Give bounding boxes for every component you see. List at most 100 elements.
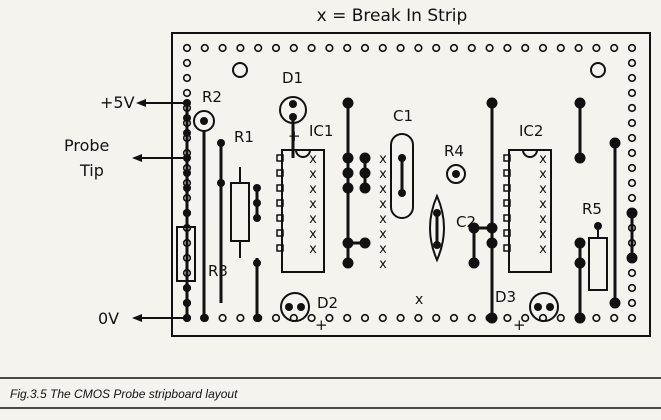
hole-bottom bbox=[610, 313, 619, 323]
terminal-plus5v: +5V bbox=[100, 93, 191, 112]
break-mark: x bbox=[379, 227, 387, 242]
ic1-links bbox=[342, 97, 371, 269]
hole-top bbox=[574, 43, 583, 53]
break-mark: x bbox=[379, 197, 387, 212]
hole-right bbox=[627, 283, 637, 293]
perimeter-holes bbox=[182, 43, 637, 323]
ic-pin bbox=[503, 199, 511, 207]
ic-break-mark: x bbox=[539, 242, 547, 257]
ic-break-mark: x bbox=[539, 197, 547, 212]
preset-r2: R2 bbox=[193, 88, 222, 322]
legend-title: x = Break In Strip bbox=[317, 6, 468, 26]
led-d3: D3 + bbox=[495, 288, 559, 334]
terminal-0v: 0V bbox=[98, 309, 191, 328]
ic-pin bbox=[503, 214, 511, 222]
ic-break-mark: x bbox=[309, 212, 317, 227]
hole-top bbox=[432, 43, 441, 53]
hole-bottom bbox=[236, 313, 245, 323]
led-d1: D1 + bbox=[279, 69, 307, 158]
break-mark: x bbox=[379, 242, 387, 257]
hole-top bbox=[200, 43, 209, 53]
ic-pin bbox=[276, 244, 284, 252]
terminal-plus5v-label: +5V bbox=[100, 93, 135, 112]
hole-top bbox=[254, 43, 263, 53]
hole-bottom bbox=[467, 313, 476, 323]
ic2-chip: IC2 bbox=[508, 122, 552, 273]
label-ic2: IC2 bbox=[519, 122, 543, 140]
hole-top bbox=[307, 43, 316, 53]
hole-top bbox=[325, 43, 334, 53]
hole-bottom bbox=[503, 313, 512, 323]
break-mark: x bbox=[379, 167, 387, 182]
hole-top bbox=[414, 43, 423, 53]
hole-bottom bbox=[271, 313, 281, 323]
hole-right bbox=[627, 163, 637, 173]
ic-pin bbox=[503, 154, 511, 162]
hole-bottom bbox=[521, 313, 530, 323]
hole-top bbox=[610, 43, 619, 53]
break-mark: x bbox=[379, 257, 387, 272]
preset-r4: R4 bbox=[444, 142, 466, 184]
hole-top bbox=[627, 43, 637, 53]
hole-left bbox=[182, 73, 192, 83]
terminal-probe-label: Probe bbox=[64, 136, 109, 155]
ic-pin bbox=[276, 199, 284, 207]
ic-break-mark: x bbox=[309, 227, 317, 242]
resistor-r3: R3 bbox=[176, 213, 228, 282]
hole-top bbox=[467, 43, 476, 53]
terminal-tip-label: Tip bbox=[79, 161, 104, 180]
hole-right bbox=[627, 88, 637, 98]
hole-bottom bbox=[343, 313, 352, 323]
ic-pin bbox=[276, 169, 284, 177]
hole-top bbox=[218, 43, 227, 53]
terminal-0v-label: 0V bbox=[98, 309, 119, 328]
hole-bottom bbox=[449, 313, 459, 323]
hole-bottom bbox=[432, 313, 441, 323]
label-d3: D3 bbox=[495, 288, 516, 306]
label-r4: R4 bbox=[444, 142, 464, 160]
ic-pin bbox=[503, 184, 511, 192]
hole-top bbox=[271, 43, 281, 53]
ic-pin bbox=[503, 169, 511, 177]
resistor-r5: R5 bbox=[582, 200, 608, 291]
ic-break-mark: x bbox=[309, 182, 317, 197]
ic-pin bbox=[276, 229, 284, 237]
label-d2: D2 bbox=[317, 294, 338, 312]
hole-right bbox=[627, 268, 637, 278]
hole-right bbox=[627, 193, 637, 203]
hole-right bbox=[627, 148, 637, 158]
hole-right bbox=[627, 298, 637, 308]
hole-right bbox=[627, 178, 637, 188]
hole-top bbox=[538, 43, 548, 53]
ic-break-mark: x bbox=[309, 242, 317, 257]
hole-top bbox=[503, 43, 512, 53]
led-d2: D2 + bbox=[280, 292, 338, 334]
ic-break-mark: x bbox=[309, 152, 317, 167]
ic-pin bbox=[276, 184, 284, 192]
hole-bottom bbox=[592, 313, 601, 323]
stripboard-outline bbox=[171, 32, 651, 337]
label-r3: R3 bbox=[208, 262, 228, 280]
hole-top bbox=[485, 43, 494, 53]
hole-bottom bbox=[627, 313, 637, 323]
hole-top bbox=[182, 43, 192, 53]
hole-top bbox=[521, 43, 530, 53]
break-mark: x bbox=[379, 212, 387, 227]
label-r1: R1 bbox=[234, 128, 254, 146]
resistor-r1: R1 bbox=[217, 128, 261, 322]
right-links bbox=[574, 97, 638, 324]
hole-right bbox=[627, 118, 637, 128]
mounting-hole-left bbox=[232, 62, 248, 78]
hole-top bbox=[556, 43, 565, 53]
ic-break-mark: x bbox=[539, 182, 547, 197]
hole-right bbox=[627, 103, 637, 113]
hole-right bbox=[627, 58, 637, 68]
ic-break-mark: x bbox=[539, 212, 547, 227]
hole-bottom bbox=[218, 313, 227, 323]
left-rail-pads bbox=[183, 114, 191, 307]
hole-top bbox=[592, 43, 601, 53]
label-r2: R2 bbox=[202, 88, 222, 106]
hole-top bbox=[289, 43, 298, 53]
